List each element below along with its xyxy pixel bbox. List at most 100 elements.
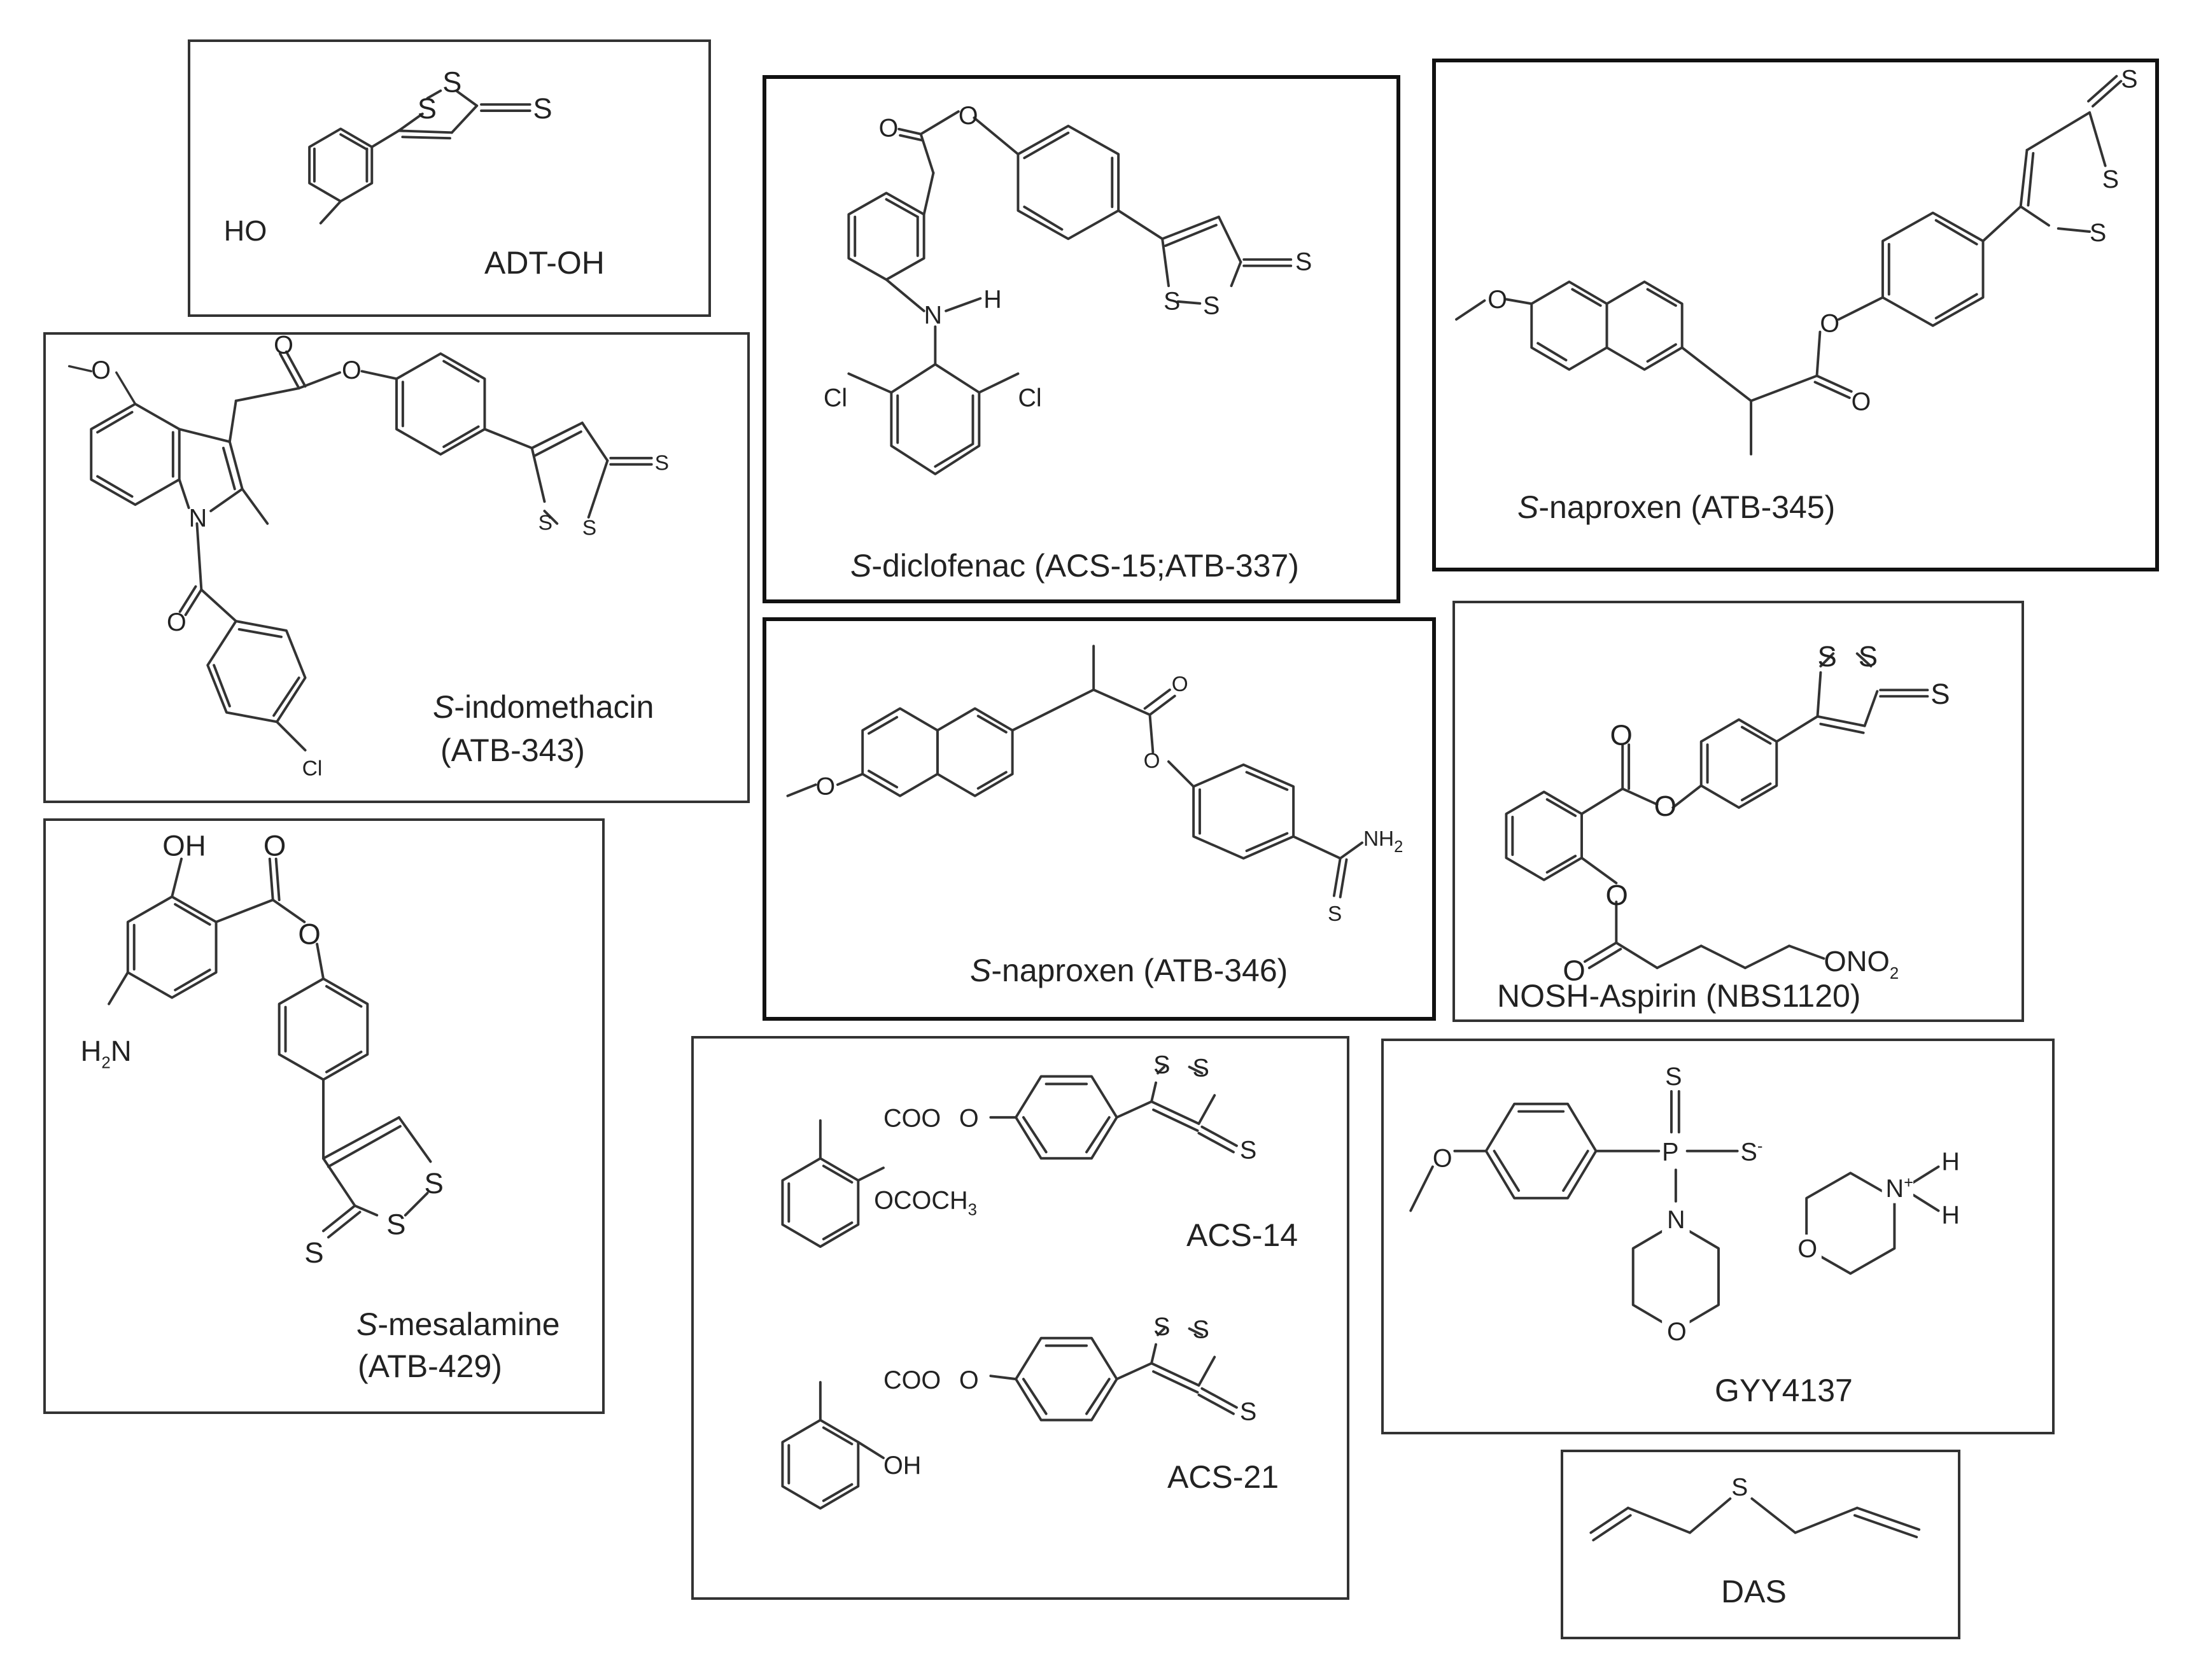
atom-o: O	[1820, 310, 1839, 338]
atom-s: S	[1930, 678, 1950, 710]
caption-gyy4137: GYY4137	[1715, 1373, 1853, 1408]
atom-s: S	[2121, 65, 2137, 93]
atom-oh: OH	[162, 830, 206, 862]
atom-o: O	[91, 356, 111, 384]
atom-s: S	[533, 92, 552, 125]
atom-h: H	[1941, 1201, 1960, 1229]
atom-o: O	[959, 1105, 979, 1133]
atom-o: O	[1610, 718, 1632, 751]
atom-h2n: H2N	[81, 1035, 132, 1072]
atom-o: O	[1487, 286, 1507, 314]
atom-s: S	[1817, 640, 1836, 673]
atom-o: O	[1172, 673, 1188, 696]
atom-coo: COO	[883, 1105, 941, 1133]
caption-s-naproxen-atb-345: S-naproxen (ATB-345)	[1517, 489, 1836, 525]
atom-cl: Cl	[824, 384, 847, 412]
acs-14-benzoate-ring	[781, 1157, 860, 1249]
caption-acs-14: ACS-14	[1186, 1217, 1298, 1253]
structure-s-naproxen-atb-346: O O O NH2 S	[786, 645, 1403, 926]
atom-s-anion: S-	[1741, 1138, 1763, 1166]
panel-s-indomethacin: O O O N O S S S Cl S-indomethacin (ATB-3…	[43, 332, 750, 803]
panel-acs: COO O OCOCH3 S S S COO O OH S S S ACS-14	[691, 1036, 1349, 1600]
atom-o: O	[1654, 790, 1677, 822]
atom-h: H	[1941, 1147, 1960, 1175]
atom-s: S	[1153, 1051, 1170, 1079]
panel-adt-oh: S S S HO ADT-OH	[188, 39, 711, 317]
atom-cl: Cl	[1018, 384, 1041, 412]
structure-s-mesalamine: OH O O H2N S S S	[81, 830, 444, 1269]
atom-s: S	[1328, 902, 1342, 926]
atom-o: O	[1667, 1318, 1687, 1346]
caption-acs-21: ACS-21	[1167, 1459, 1279, 1495]
caption-s-mesalamine: S-mesalamine	[356, 1306, 560, 1342]
atom-o: O	[342, 356, 362, 384]
atom-s: S	[582, 517, 596, 540]
atom-o: O	[959, 102, 978, 130]
atom-coo: COO	[883, 1366, 941, 1394]
structure-s-diclofenac: O O S S S N H Cl Cl	[824, 102, 1312, 475]
atom-ono2: ONO2	[1824, 945, 1899, 983]
atom-s: S	[386, 1208, 405, 1240]
panel-s-mesalamine: OH O O H2N S S S S-mesalamine (ATB-429)	[43, 818, 605, 1414]
atom-h: H	[983, 286, 1001, 314]
atom-s: S	[655, 452, 669, 475]
atom-o: O	[816, 773, 836, 801]
atom-o: O	[1563, 955, 1585, 987]
atom-n: N	[189, 505, 207, 533]
atom-s: S	[2090, 219, 2106, 247]
caption-s-indomethacin-code: (ATB-343)	[440, 732, 585, 768]
atom-s: S	[1731, 1474, 1748, 1501]
atom-s: S	[418, 92, 437, 125]
atom-cl: Cl	[302, 757, 323, 780]
atom-s: S	[1665, 1063, 1682, 1091]
atom-o: O	[1606, 879, 1628, 911]
atom-o: O	[959, 1366, 979, 1394]
atom-s: S	[538, 512, 552, 535]
caption-s-diclofenac: S-diclofenac (ACS-15;ATB-337)	[850, 548, 1299, 584]
structure-acs: COO O OCOCH3 S S S COO O OH S S S	[781, 1051, 1256, 1510]
atom-s: S	[1193, 1054, 1209, 1082]
atom-o: O	[298, 918, 320, 950]
atom-s: S	[1164, 288, 1180, 316]
panel-das: S DAS	[1561, 1450, 1960, 1639]
atom-s: S	[304, 1236, 323, 1269]
atom-ococh3: OCOCH3	[874, 1187, 977, 1219]
atom-s: S	[1859, 640, 1878, 673]
atom-s: S	[1153, 1313, 1170, 1341]
atom-n-plus: N+	[1886, 1174, 1914, 1203]
acs-21-salicylate-ring	[781, 1418, 860, 1510]
atom-oh: OH	[883, 1452, 921, 1480]
atom-o: O	[167, 608, 186, 636]
atom-nh2: NH2	[1363, 827, 1403, 856]
atom-o: O	[264, 830, 286, 862]
caption-s-indomethacin: S-indomethacin	[433, 689, 654, 725]
atom-s: S	[1295, 248, 1312, 276]
atom-o: O	[1144, 750, 1160, 773]
atom-o: O	[1852, 388, 1871, 416]
structure-gyy4137: O S P S- N O N+ O H H	[1409, 1063, 1960, 1346]
panel-s-naproxen-atb-345: O O O S S S S-naproxen (ATB-345)	[1432, 59, 2159, 571]
structure-s-indomethacin: O O O N O S S S Cl	[67, 332, 669, 780]
atom-s: S	[1193, 1316, 1209, 1344]
atom-o: O	[274, 332, 293, 360]
structure-adt-oh: S S S HO	[224, 66, 552, 248]
atom-s: S	[1240, 1398, 1256, 1426]
structure-s-naproxen-atb-345: O O O S S S	[1455, 65, 2138, 456]
atom-s: S	[425, 1167, 444, 1200]
atom-n: N	[924, 301, 942, 329]
atom-o: O	[879, 115, 899, 143]
caption-s-mesalamine-code: (ATB-429)	[358, 1348, 502, 1384]
atom-s: S	[1240, 1136, 1256, 1164]
atom-o: O	[1433, 1144, 1452, 1172]
structure-nosh-aspirin: O O O O S S S ONO2	[1505, 640, 1950, 987]
caption-s-naproxen-atb-346: S-naproxen (ATB-346)	[970, 953, 1288, 988]
structure-das: S	[1589, 1474, 1921, 1542]
atom-o: O	[1797, 1235, 1817, 1263]
atom-s: S	[2102, 165, 2119, 193]
atom-n: N	[1667, 1206, 1685, 1234]
caption-nosh-aspirin: NOSH-Aspirin (NBS1120)	[1497, 978, 1861, 1014]
atom-ho: HO	[224, 214, 267, 247]
atom-s: S	[1203, 292, 1220, 320]
panel-s-naproxen-atb-346: O O O NH2 S S-naproxen (ATB-346)	[763, 617, 1436, 1021]
panel-nosh-aspirin: O O O O S S S ONO2 NOSH-Aspirin (NBS1120…	[1452, 601, 2024, 1022]
